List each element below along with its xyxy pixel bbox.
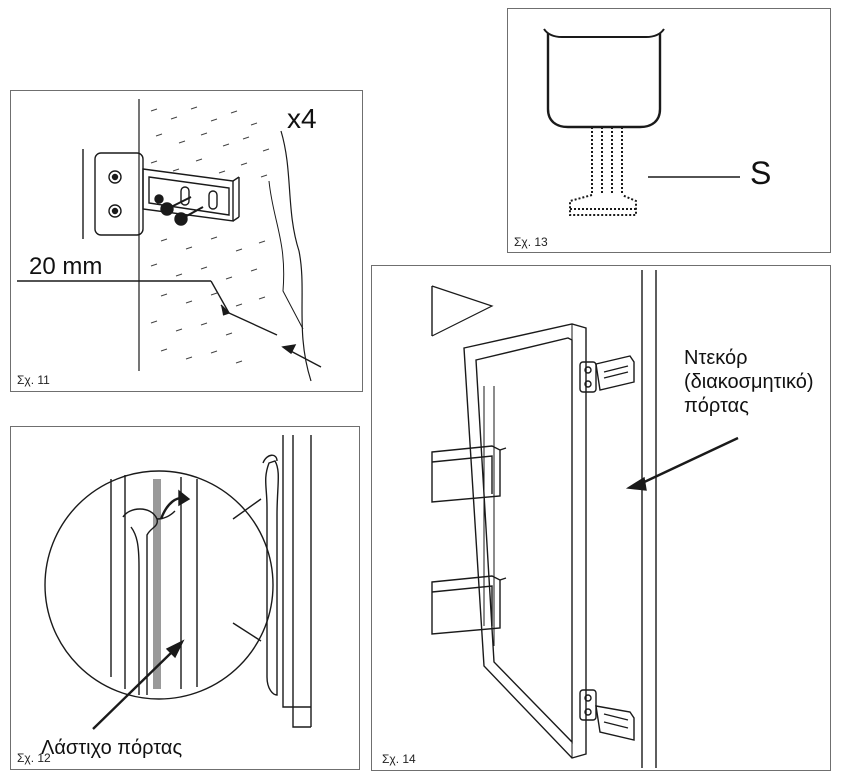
figure-12-panel: Σχ. 12 Λάστιχο πόρτας — [10, 426, 360, 770]
door-decor-label-line-2: (διακοσμητικό) — [684, 371, 814, 393]
figure-14-panel: Σχ. 14 — [371, 265, 831, 771]
door-gasket-label: Λάστιχο πόρτας — [41, 737, 183, 759]
screws — [154, 194, 204, 226]
figure-12-caption: Σχ. 12 — [17, 751, 51, 765]
upper-bracket — [579, 355, 635, 393]
door-decor-label: Ντεκόρ (διακοσμητικό) πόρτας — [684, 346, 814, 418]
door-decor-label-line-3: πόρτας — [684, 395, 749, 417]
figure-12-drawing — [44, 435, 312, 730]
door-decor-label-line-1: Ντεκόρ — [684, 347, 748, 369]
magnifier-circle — [44, 470, 274, 700]
figure-13-panel: S Σχ. 13 — [507, 8, 831, 253]
measurement-label: 20 mm — [29, 253, 103, 280]
door-shelves — [431, 445, 507, 635]
figure-13-caption: Σχ. 13 — [514, 235, 548, 249]
figure-11-caption: Σχ. 11 — [17, 373, 50, 387]
s-label: S — [750, 155, 772, 191]
figure-14-drawing — [431, 270, 739, 768]
figure-11-drawing — [17, 99, 322, 382]
lower-bracket — [579, 689, 635, 741]
dotted-stem — [569, 127, 637, 216]
quantity-label: x4 — [287, 103, 317, 134]
wall-texture — [150, 106, 270, 364]
figure-14-caption: Σχ. 14 — [382, 752, 416, 766]
figure-11-panel: x4 20 mm Σχ. 11 — [10, 90, 363, 392]
figure-13-drawing — [543, 28, 740, 216]
magnified-gasket — [110, 475, 198, 695]
